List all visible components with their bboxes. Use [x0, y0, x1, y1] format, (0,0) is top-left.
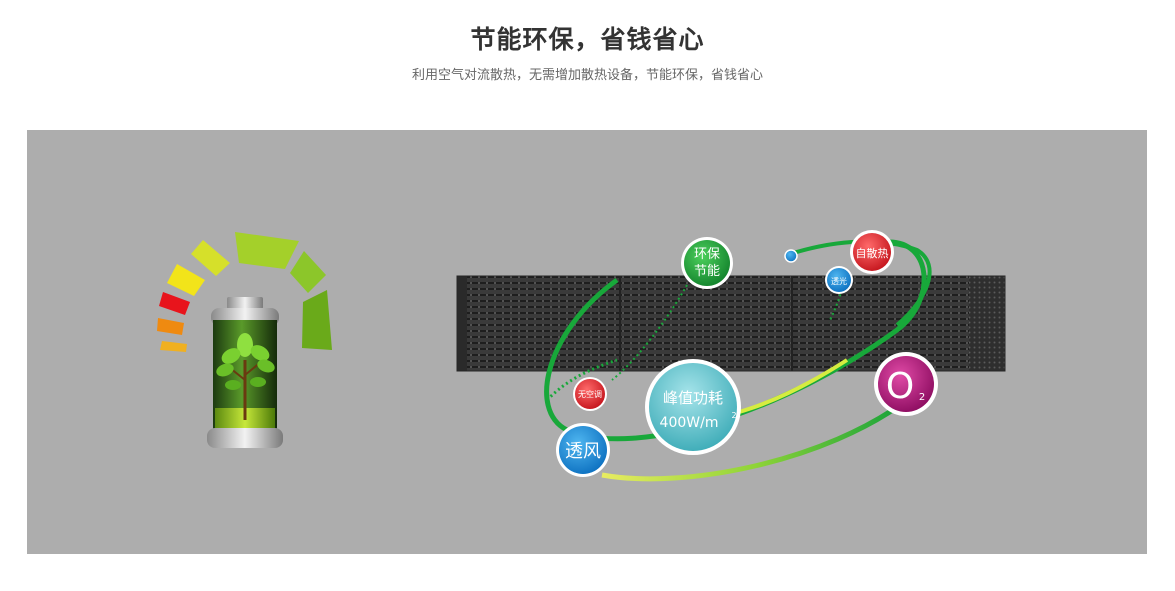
transparent-badge: 透光: [825, 266, 853, 294]
eco-badge-line1: 环保: [694, 247, 720, 262]
energy-saving-illustration: 环保 节能 自散热 透光 无空调 峰值功耗 400W/m 2: [157, 230, 1006, 482]
peak-power-line1: 峰值功耗: [663, 389, 723, 407]
peak-power-badge: 峰值功耗 400W/m 2: [645, 359, 741, 455]
page-title: 节能环保，省钱省心: [470, 25, 705, 54]
self-cooling-label: 自散热: [856, 246, 889, 260]
plant-icon: [216, 333, 275, 420]
orbit-dot: [784, 249, 798, 263]
self-cooling-badge: 自散热: [850, 230, 894, 274]
oxygen-badge: O 2: [874, 352, 938, 416]
oxygen-subscript: 2: [919, 392, 925, 403]
gauge-segments: [157, 232, 332, 352]
no-ac-label: 无空调: [578, 389, 602, 399]
no-ac-badge: 无空调: [573, 377, 607, 411]
ventilation-badge: 透风: [556, 423, 610, 477]
eco-badge-line2: 节能: [694, 264, 720, 279]
peak-power-unit-sup: 2: [731, 411, 736, 420]
peak-power-line2: 400W/m: [660, 415, 719, 431]
page-subtitle: 利用空气对流散热，无需增加散热设备，节能环保，省钱省心: [411, 68, 763, 83]
oxygen-symbol: O: [886, 366, 914, 407]
eco-badge: 环保 节能: [681, 237, 733, 289]
illustration-panel: 环保 节能 自散热 透光 无空调 峰值功耗 400W/m 2: [27, 130, 1147, 554]
battery-gauge-icon: [157, 232, 332, 448]
ventilation-label: 透风: [565, 441, 601, 462]
transparent-label: 透光: [831, 276, 847, 286]
